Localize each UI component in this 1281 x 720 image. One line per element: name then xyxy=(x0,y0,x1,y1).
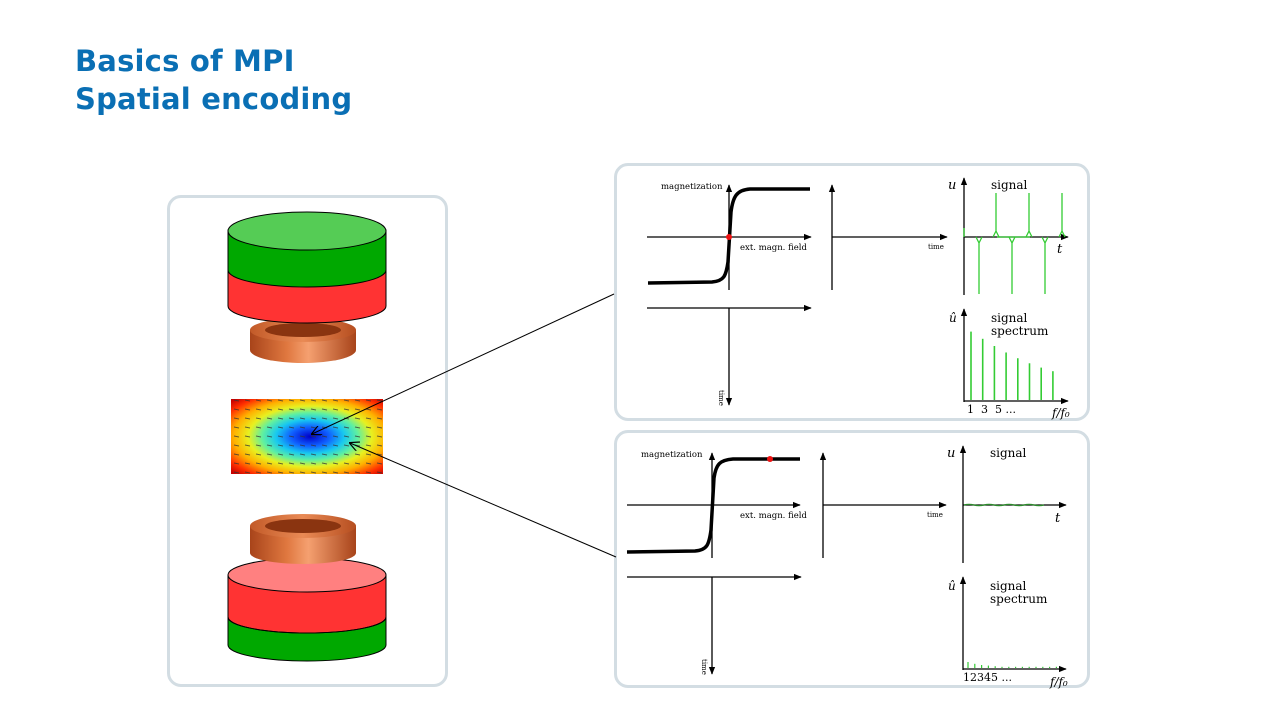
signal-t-label: t xyxy=(1057,242,1063,257)
signal-axis-label: u xyxy=(947,446,955,461)
center-response-panel xyxy=(614,163,1090,421)
signal-flat-wave xyxy=(963,503,1045,507)
center-response-plots: magnetization ext. magn. field time time… xyxy=(647,177,1070,420)
magnetization-label: magnetization xyxy=(641,450,703,460)
magnetization-curve xyxy=(626,457,800,554)
spectrum-axis-label: û xyxy=(949,311,957,325)
spectrum-axis-label: û xyxy=(948,579,956,593)
signal-title: signal xyxy=(990,446,1027,460)
spectrum-xlabel: f/f₀ xyxy=(1049,675,1068,689)
offset-response-panel xyxy=(614,430,1090,688)
operating-point-dot xyxy=(726,234,732,240)
spectrum-title-2: spectrum xyxy=(991,324,1049,338)
time-label-right: time xyxy=(927,511,943,519)
time-label-right: time xyxy=(928,243,944,251)
slide-title: Basics of MPI Spatial encoding xyxy=(75,42,352,118)
magnetization-label: magnetization xyxy=(661,182,723,192)
connector-line-center xyxy=(312,293,615,434)
spectrum-ticks: 12345 ... xyxy=(963,671,1012,684)
operating-point-dot xyxy=(767,456,773,462)
spectrum-title-1: signal xyxy=(991,311,1028,325)
signal-title: signal xyxy=(991,178,1028,192)
title-line-2: Spatial encoding xyxy=(75,82,353,116)
spectrum-bars xyxy=(970,331,1054,400)
field-label: ext. magn. field xyxy=(740,243,808,253)
field-label: ext. magn. field xyxy=(740,511,808,521)
spectrum-ticks: 1 3 5 ... xyxy=(967,403,1016,416)
field-free-point-map xyxy=(231,399,383,474)
top-coil-green-face xyxy=(227,211,387,251)
spectrum-xlabel: f/f₀ xyxy=(1051,406,1070,420)
bottom-copper-ring xyxy=(250,514,356,564)
top-copper-ring xyxy=(250,318,356,363)
time-label-down: time xyxy=(700,659,708,675)
spectrum-title-1: signal xyxy=(990,579,1027,593)
title-line-1: Basics of MPI xyxy=(75,44,295,78)
signal-axis-label: u xyxy=(948,178,956,193)
bottom-coil-assembly xyxy=(227,514,387,662)
offset-response-plots: magnetization ext. magn. field time time… xyxy=(626,445,1068,689)
time-label-down: time xyxy=(717,390,725,406)
connector-line-offset xyxy=(350,443,617,558)
spectrum-title-2: spectrum xyxy=(990,592,1048,606)
signal-pulses xyxy=(963,193,1066,294)
signal-t-label: t xyxy=(1055,511,1061,526)
spectrum-bars xyxy=(967,662,1058,668)
top-coil-assembly xyxy=(227,211,387,363)
